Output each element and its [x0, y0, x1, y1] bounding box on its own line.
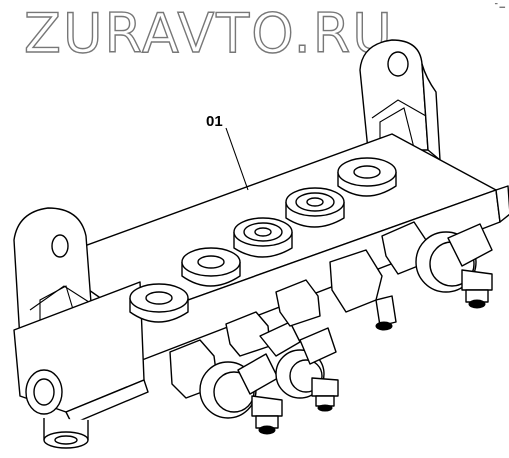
- top-port-5: [337, 157, 397, 197]
- callout-leader: [225, 127, 249, 191]
- callout-label: 01: [206, 113, 223, 130]
- right-mounting-bracket: [359, 39, 441, 161]
- top-port-4: [285, 187, 345, 228]
- solenoid-valve-1: [169, 339, 283, 435]
- corner-mark: ¯−: [494, 3, 506, 13]
- top-port-3: [233, 217, 293, 258]
- left-end-block: [13, 281, 149, 449]
- solenoid-valve-3: [275, 249, 397, 331]
- solenoid-valve-4: [381, 221, 493, 309]
- top-port-1: [129, 283, 189, 323]
- watermark: ZURAVTO.RU: [24, 2, 394, 65]
- top-port-2: [181, 247, 241, 287]
- solenoid-valve-2: [225, 311, 339, 412]
